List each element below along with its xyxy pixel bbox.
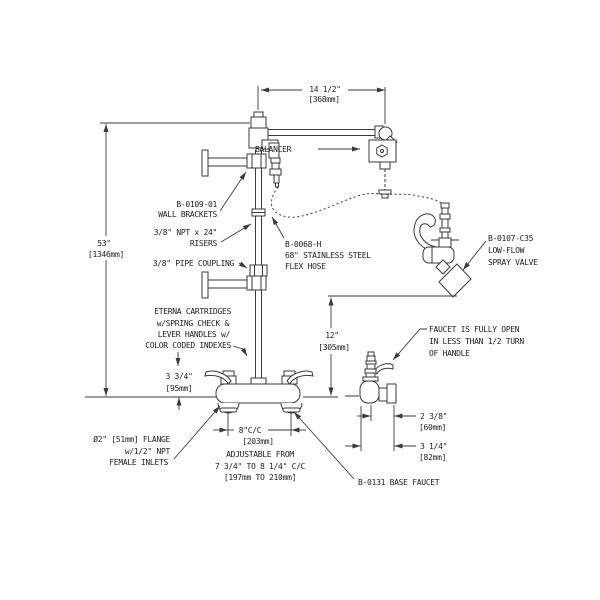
label-risers-2: RISERS (190, 239, 218, 248)
label-spray-valve-3: SPRAY VALVE (488, 258, 538, 267)
label-faucet-note-1: FAUCET IS FULLY OPEN (429, 325, 520, 334)
label-flex-hose-1: B-0068-H (285, 240, 322, 249)
label-faucet-note-3: OF HANDLE (429, 349, 470, 358)
dim-offset-body-in: 2 3/8" (420, 412, 447, 421)
dim-total-height-in: 53" (97, 239, 111, 248)
centerline (85, 395, 359, 398)
label-flex-hose-2: 68" STAINLESS STEEL (285, 251, 371, 260)
dim-hose-height-in: 12" (325, 331, 339, 340)
dim-offset-handle-mm: [82mm] (419, 453, 446, 462)
label-cartridges-2: w/SPRING CHECK & (157, 319, 230, 328)
label-adjustable-1: ADJUSTABLE FROM (226, 450, 294, 459)
dim-faucet-rise-mm: [95mm] (165, 384, 192, 393)
dim-centers-in: 8"C/C (239, 426, 262, 435)
base-faucet-front (204, 370, 314, 414)
wall-bracket-upper (201, 149, 267, 177)
label-pipe-coupling: 3/8" PIPE COUPLING (153, 259, 235, 268)
label-flange-2: w/1/2" NPT (125, 447, 171, 456)
riser-top-tee (248, 111, 384, 188)
label-flange-3: FEMALE INLETS (109, 458, 168, 467)
dim-centers-mm: [203mm] (242, 437, 274, 446)
label-risers-1: 3/8" NPT x 24" (154, 228, 217, 237)
flex-hose-curve (270, 186, 442, 218)
dim-faucet-rise-in: 3 3/4" (165, 372, 192, 381)
label-faucet-note-2: IN LESS THAN 1/2 TURN (429, 337, 524, 346)
dim-offset-handle-in: 3 1/4" (420, 442, 447, 451)
dim-top-width-in: 14 1/2" (309, 85, 341, 94)
balancer (368, 126, 398, 199)
base-faucet-side (359, 351, 397, 404)
dim-total-height-mm: [1346mm] (88, 250, 124, 259)
dim-hose-height (328, 295, 457, 396)
dim-centers (213, 412, 306, 436)
label-cartridges-1: ETERNA CARTRIDGES (154, 307, 231, 316)
label-base-faucet: B-0131 BASE FAUCET (358, 478, 440, 487)
label-spray-valve-1: B-0107-C35 (488, 234, 534, 243)
label-cartridges-3: LEVER HANDLES w/ (158, 330, 231, 339)
dim-top-width (257, 86, 386, 124)
dim-total-height (100, 122, 250, 396)
label-balancer: BALANCER (255, 145, 292, 154)
label-cartridges-4: COLOR CODED INDEXES (145, 341, 231, 350)
spray-valve (413, 202, 472, 298)
dim-wall-offsets (345, 405, 416, 451)
dim-hose-height-mm: [305mm] (318, 343, 350, 352)
label-adjustable-3: [197mm TO 210mm] (224, 473, 296, 482)
dim-top-width-mm: [368mm] (308, 95, 340, 104)
dim-offset-body-mm: [60mm] (419, 423, 446, 432)
label-flange-1: Ø2" [51mm] FLANGE (93, 434, 170, 444)
label-flex-hose-3: FLEX HOSE (285, 262, 326, 271)
label-wall-brackets-1: B-0109-01 (176, 200, 217, 209)
leader-lines (173, 146, 487, 480)
riser-pipe (249, 150, 268, 378)
dim-faucet-rise (175, 352, 182, 410)
wall-bracket-lower (201, 271, 267, 299)
label-adjustable-2: 7 3/4" TO 8 1/4" C/C (215, 462, 306, 471)
label-wall-brackets-2: WALL BRACKETS (158, 210, 217, 219)
label-spray-valve-2: LOW-FLOW (488, 246, 525, 255)
